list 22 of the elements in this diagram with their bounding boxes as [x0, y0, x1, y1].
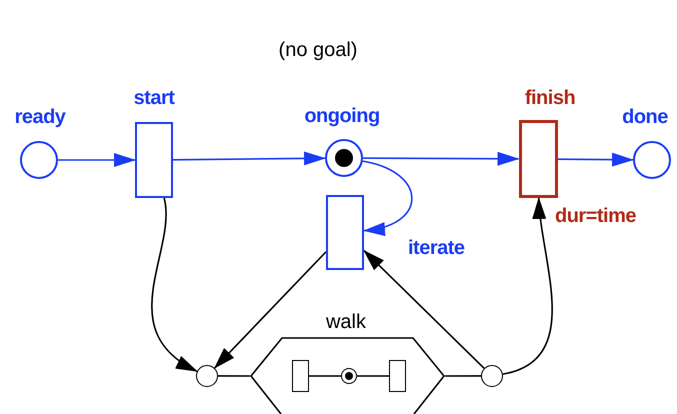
arrow	[363, 152, 520, 166]
connector-line	[445, 375, 481, 377]
arrow	[58, 153, 136, 167]
diagram-title: (no goal)	[278, 38, 358, 63]
arrow	[363, 250, 485, 369]
connector-line	[357, 375, 389, 377]
node-label: iterate	[408, 236, 466, 261]
duration-label: dur=time	[555, 204, 636, 229]
arrow	[362, 160, 413, 235]
node-label: finish	[524, 86, 576, 111]
arrow	[151, 198, 198, 372]
connector-line	[309, 375, 341, 377]
arrow	[502, 197, 553, 375]
arrow	[214, 251, 327, 369]
arrow	[173, 151, 326, 166]
node-label: ready	[14, 105, 67, 130]
node-label: walk	[324, 310, 367, 335]
node-label: ongoing	[303, 104, 381, 129]
node-label: done	[621, 105, 669, 130]
arrow	[558, 152, 634, 167]
connector-line	[218, 375, 250, 377]
node-label: start	[132, 86, 176, 111]
